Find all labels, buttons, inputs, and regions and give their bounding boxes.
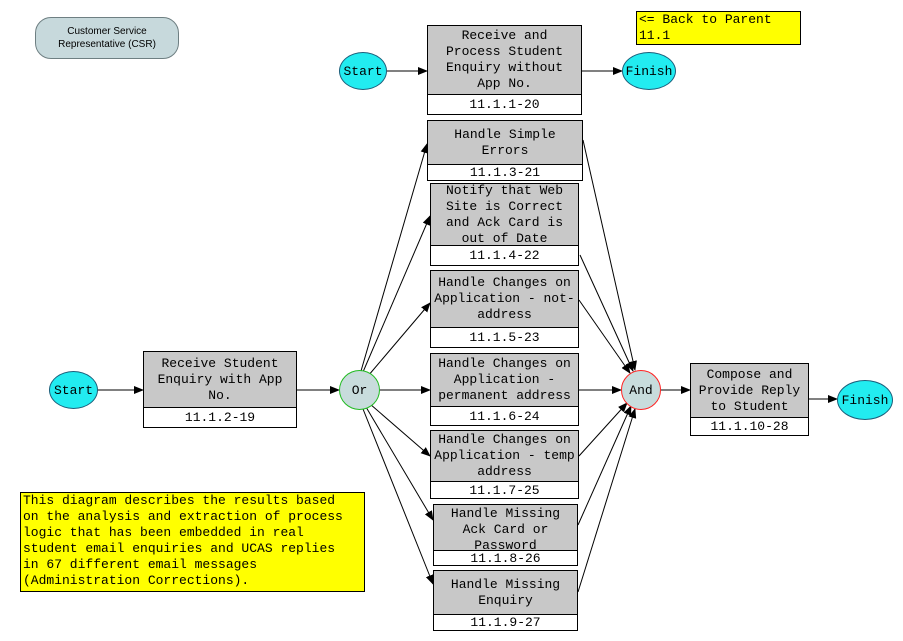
process-11-1-7-id: 11.1.7-25 xyxy=(430,481,579,499)
arrow-11-1-5-to-and xyxy=(578,299,631,374)
finish-top-node[interactable]: Finish xyxy=(622,52,676,90)
start-left-node[interactable]: Start xyxy=(49,371,98,409)
process-11-1-1[interactable]: Receive and Process Student Enquiry with… xyxy=(427,25,582,95)
and-gate[interactable]: And xyxy=(621,370,661,410)
finish-right-node[interactable]: Finish xyxy=(837,380,893,420)
process-11-1-9-id: 11.1.9-27 xyxy=(433,614,578,631)
arrow-or-to-11-1-4 xyxy=(362,215,431,373)
process-11-1-6-id: 11.1.6-24 xyxy=(430,406,579,426)
process-11-1-10-id: 11.1.10-28 xyxy=(690,417,809,436)
arrow-or-to-11-1-9 xyxy=(362,408,434,585)
back-to-parent-link[interactable]: <= Back to Parent 11.1 xyxy=(636,11,801,45)
arrow-11-1-3-to-and xyxy=(582,139,637,371)
process-11-1-8[interactable]: Handle Missing Ack Card or Password xyxy=(433,504,578,551)
role-label: Customer Service Representative (CSR) xyxy=(35,17,179,59)
arrow-or-to-11-1-5 xyxy=(367,302,431,377)
or-gate[interactable]: Or xyxy=(339,370,380,410)
arrow-11-1-7-to-and xyxy=(578,402,628,457)
arrow-or-to-11-1-3 xyxy=(360,143,429,372)
process-11-1-4-id: 11.1.4-22 xyxy=(430,245,579,266)
arrow-or-to-11-1-8 xyxy=(365,406,434,521)
arrow-11-1-8-to-and xyxy=(577,405,632,526)
process-11-1-4[interactable]: Notify that Web Site is Correct and Ack … xyxy=(430,183,579,246)
process-11-1-2[interactable]: Receive Student Enquiry with App No. xyxy=(143,351,297,408)
process-11-1-9[interactable]: Handle Missing Enquiry xyxy=(433,570,578,615)
arrow-or-to-11-1-7 xyxy=(369,403,431,457)
process-11-1-6[interactable]: Handle Changes on Application - permanen… xyxy=(430,353,579,407)
process-11-1-5[interactable]: Handle Changes on Application - not-addr… xyxy=(430,270,579,328)
process-11-1-5-id: 11.1.5-23 xyxy=(430,327,579,348)
process-11-1-2-id: 11.1.2-19 xyxy=(143,407,297,428)
process-11-1-8-id: 11.1.8-26 xyxy=(433,550,578,566)
process-11-1-3-id: 11.1.3-21 xyxy=(427,164,583,181)
description-note: This diagram describes the results based… xyxy=(20,492,365,592)
process-11-1-7[interactable]: Handle Changes on Application - temp add… xyxy=(430,430,579,482)
arrow-11-1-4-to-and xyxy=(579,254,634,372)
process-11-1-3[interactable]: Handle Simple Errors xyxy=(427,120,583,165)
arrow-11-1-9-to-and xyxy=(577,408,637,593)
process-11-1-10[interactable]: Compose and Provide Reply to Student xyxy=(690,363,809,418)
start-top-node[interactable]: Start xyxy=(339,52,387,90)
process-11-1-1-id: 11.1.1-20 xyxy=(427,94,582,115)
